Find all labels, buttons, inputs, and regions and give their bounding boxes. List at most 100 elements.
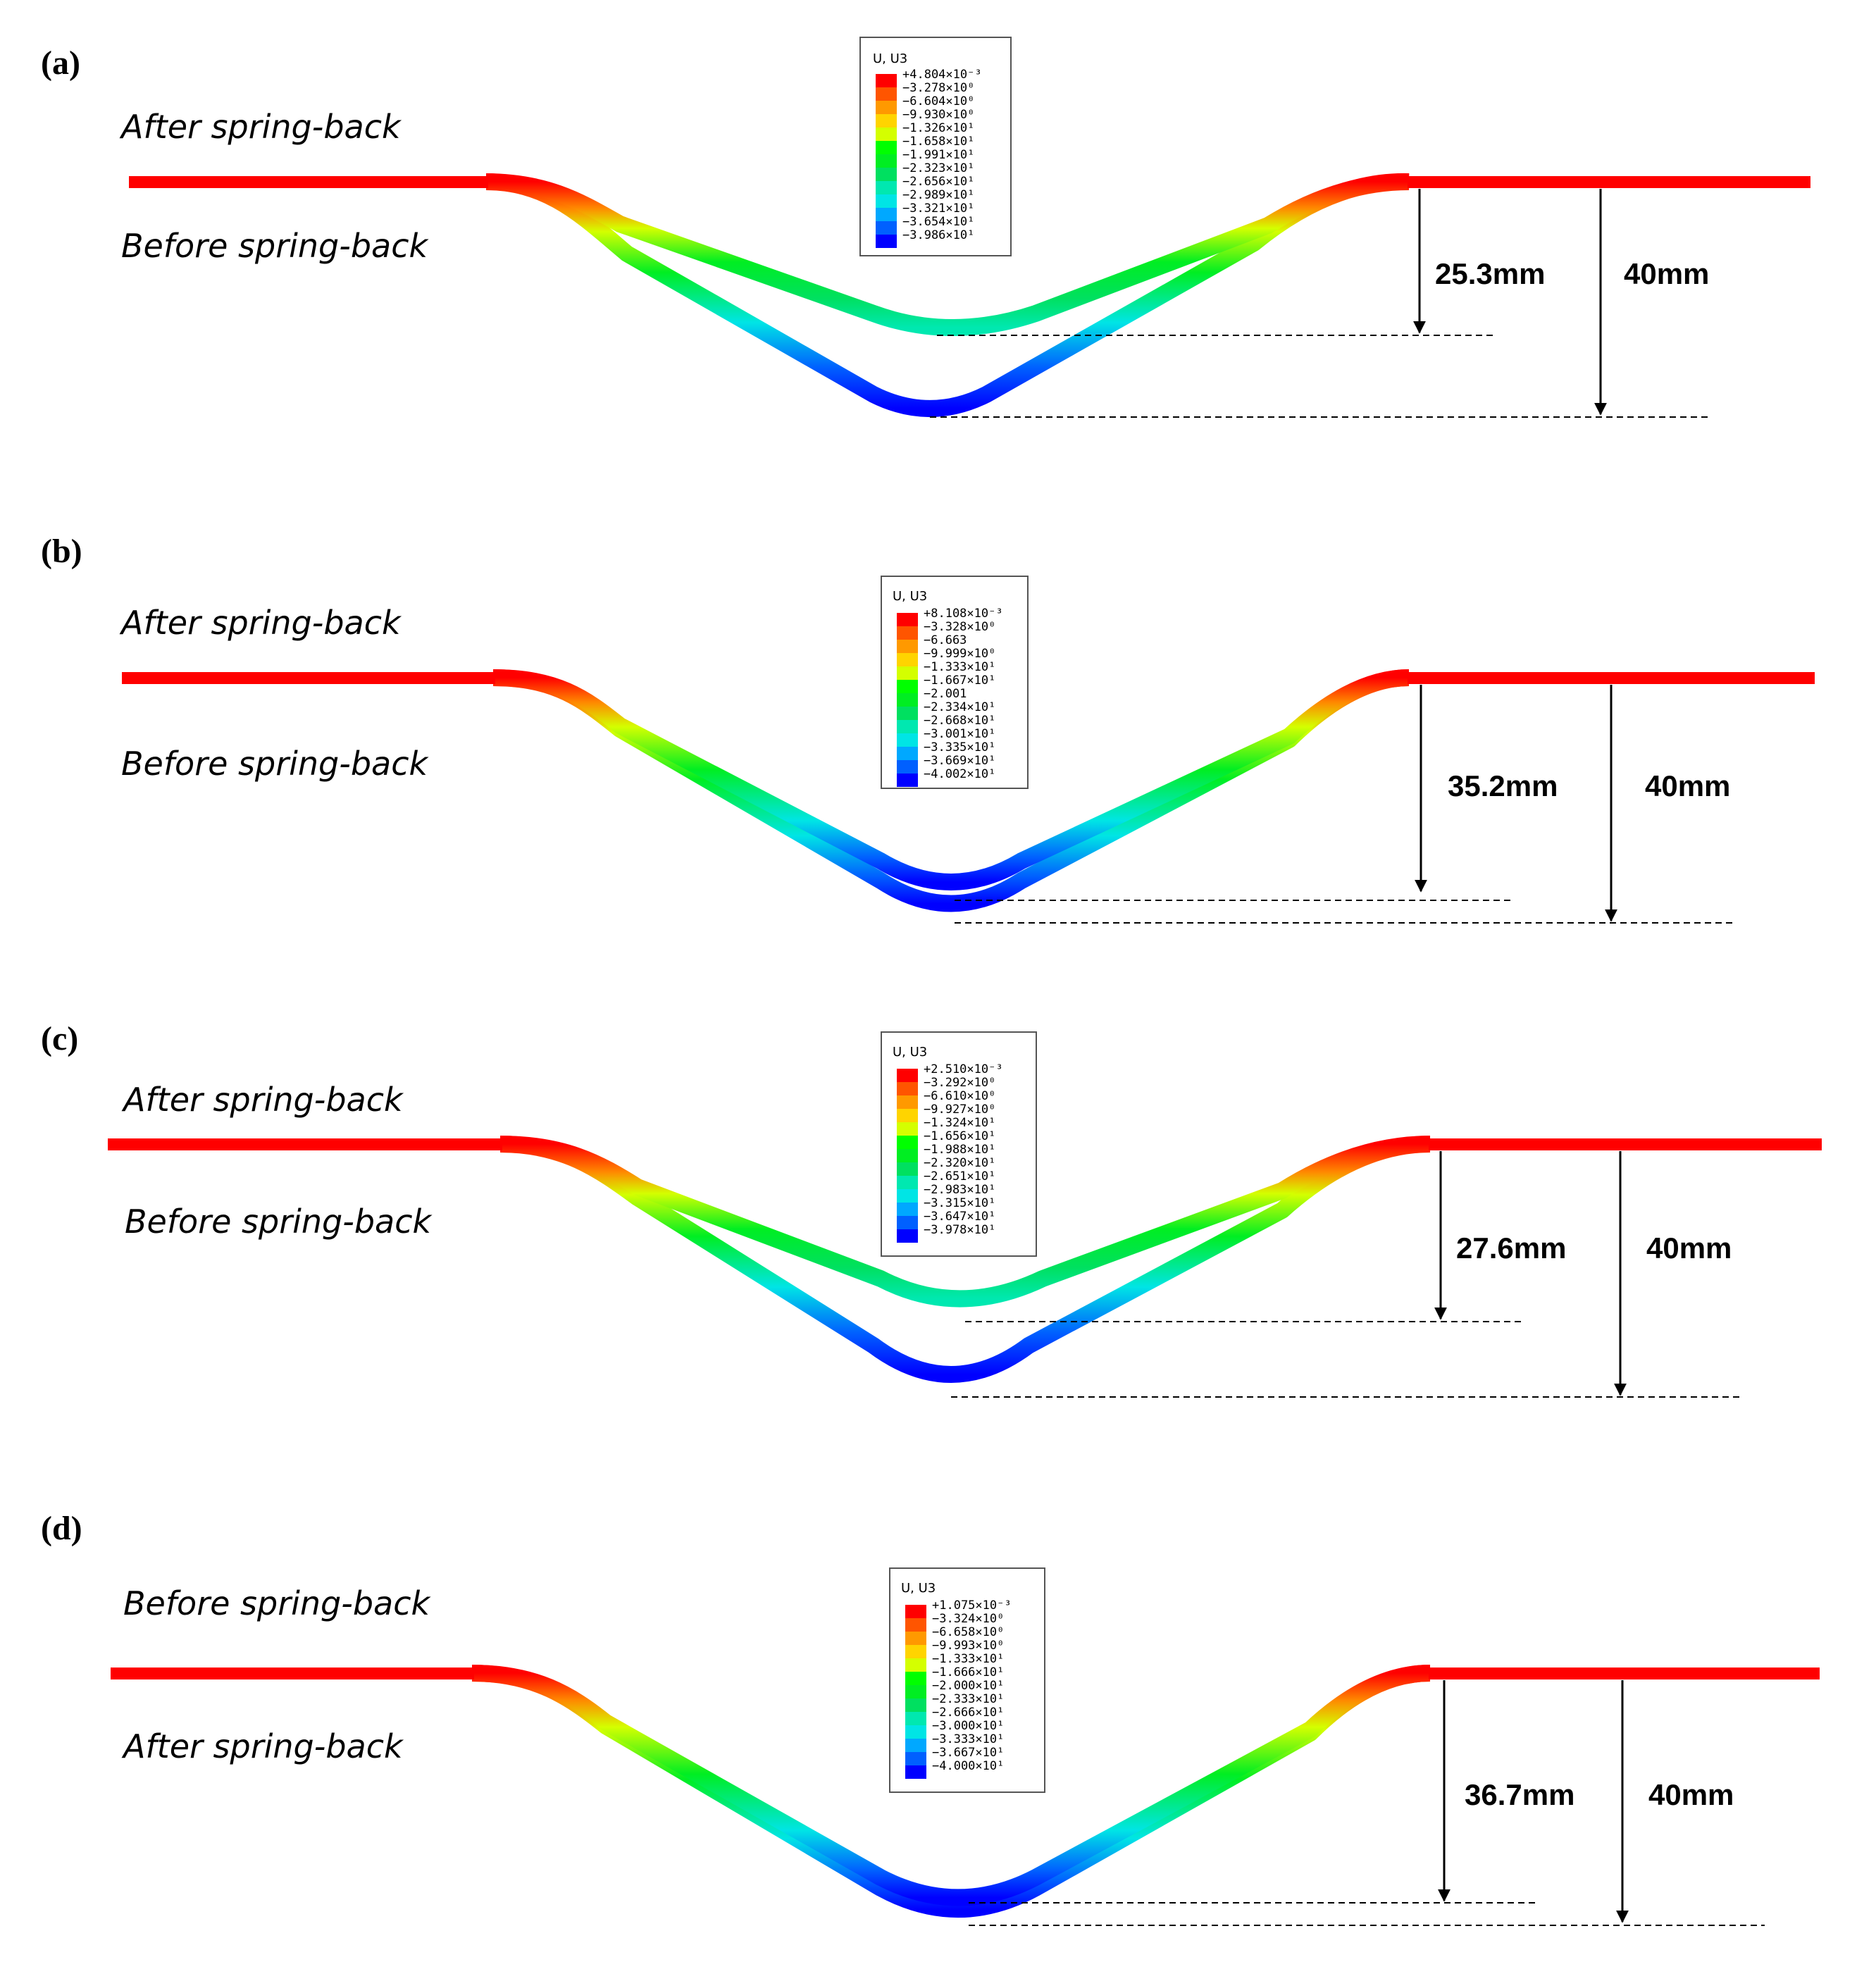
shallow-depth-label: 27.6mm bbox=[1456, 1231, 1566, 1265]
profile-after-springback bbox=[499, 1136, 1431, 1308]
legend-swatch bbox=[905, 1765, 926, 1779]
legend-value: −3.333×10¹ bbox=[932, 1732, 1004, 1746]
legend-value: −3.335×10¹ bbox=[924, 740, 995, 754]
legend-swatch bbox=[905, 1672, 926, 1685]
legend-value: −3.669×10¹ bbox=[924, 754, 995, 768]
profile-after-springback bbox=[485, 173, 1410, 336]
legend-swatch bbox=[905, 1632, 926, 1645]
shallow-depth-label: 35.2mm bbox=[1448, 769, 1558, 802]
legend-swatch bbox=[905, 1725, 926, 1739]
contour-legend: U, U3 +1.075×10⁻³−3.324×10⁰−6.658×10⁰−9.… bbox=[889, 1567, 1045, 1793]
legend-swatches: +4.804×10⁻³−3.278×10⁰−6.604×10⁰−9.930×10… bbox=[876, 68, 982, 248]
legend-value: −2.320×10¹ bbox=[924, 1156, 995, 1170]
legend-swatch bbox=[905, 1658, 926, 1672]
legend-value: +4.804×10⁻³ bbox=[902, 68, 982, 82]
legend-value: −3.978×10¹ bbox=[924, 1223, 995, 1237]
legend-value: −2.668×10¹ bbox=[924, 714, 995, 728]
legend-swatch bbox=[876, 181, 897, 194]
legend-value: −3.315×10¹ bbox=[924, 1196, 995, 1210]
state-label-bottom: Before spring-back bbox=[125, 1203, 433, 1241]
legend-value: −3.324×10⁰ bbox=[932, 1612, 1004, 1626]
legend-swatch bbox=[897, 1162, 918, 1176]
legend-swatch bbox=[905, 1645, 926, 1658]
flange-left bbox=[129, 176, 488, 188]
legend-title: U, U3 bbox=[901, 1581, 936, 1596]
contour-legend: U, U3 +8.108×10⁻³−3.328×10⁰−6.663−9.999×… bbox=[881, 576, 1029, 789]
legend-value: −3.278×10⁰ bbox=[902, 81, 974, 95]
shallow-depth-label: 25.3mm bbox=[1435, 257, 1545, 290]
legend-swatch bbox=[897, 626, 918, 640]
legend-value: −2.334×10¹ bbox=[924, 700, 995, 714]
panel-a: (a) After spring-back Before spring-back… bbox=[41, 37, 1810, 418]
legend-value: −2.323×10¹ bbox=[902, 161, 974, 175]
legend-swatch bbox=[905, 1685, 926, 1699]
full-depth-label: 40mm bbox=[1624, 257, 1709, 290]
legend-swatches: +2.510×10⁻³−3.292×10⁰−6.610×10⁰−9.927×10… bbox=[897, 1062, 1003, 1243]
panel-b: (b) After spring-back Before spring-back… bbox=[41, 533, 1815, 924]
panel-d: (d) Before spring-back After spring-back… bbox=[41, 1510, 1820, 1926]
legend-value: −3.000×10¹ bbox=[932, 1719, 1004, 1733]
legend-swatch bbox=[897, 680, 918, 693]
legend-swatch bbox=[876, 221, 897, 235]
flange-left bbox=[122, 672, 495, 684]
legend-value: −4.000×10¹ bbox=[932, 1759, 1004, 1773]
legend-swatch bbox=[897, 1203, 918, 1216]
legend-swatch bbox=[876, 128, 897, 141]
legend-swatch bbox=[905, 1618, 926, 1632]
legend-value: −1.326×10¹ bbox=[902, 121, 974, 135]
legend-swatch bbox=[905, 1739, 926, 1752]
legend-value: −3.321×10¹ bbox=[902, 201, 974, 216]
state-label-top: After spring-back bbox=[121, 1081, 404, 1119]
legend-value: −9.930×10⁰ bbox=[902, 108, 974, 122]
flange-left bbox=[108, 1138, 502, 1150]
legend-value: −9.927×10⁰ bbox=[924, 1103, 995, 1117]
legend-value: −2.333×10¹ bbox=[932, 1692, 1004, 1706]
legend-swatch bbox=[876, 194, 897, 208]
legend-swatch bbox=[876, 74, 897, 87]
state-label-top: After spring-back bbox=[119, 108, 402, 146]
legend-swatch bbox=[897, 1069, 918, 1082]
legend-value: −2.001 bbox=[924, 687, 967, 701]
panel-letter: (b) bbox=[41, 533, 82, 570]
state-label-bottom: After spring-back bbox=[121, 1727, 404, 1765]
panel-letter: (a) bbox=[41, 44, 80, 82]
legend-swatch bbox=[876, 141, 897, 154]
panel-c: (c) After spring-back Before spring-back… bbox=[41, 1020, 1822, 1398]
state-label-bottom: Before spring-back bbox=[121, 227, 430, 265]
legend-value: −6.604×10⁰ bbox=[902, 94, 974, 108]
legend-swatch bbox=[876, 168, 897, 181]
legend-swatch bbox=[876, 87, 897, 101]
legend-value: −2.666×10¹ bbox=[932, 1706, 1004, 1720]
contour-legend: U, U3 +2.510×10⁻³−3.292×10⁰−6.610×10⁰−9.… bbox=[881, 1031, 1037, 1257]
flange-left bbox=[111, 1668, 474, 1679]
legend-swatch bbox=[897, 1216, 918, 1229]
legend-title: U, U3 bbox=[873, 51, 907, 66]
legend-value: −1.991×10¹ bbox=[902, 148, 974, 162]
legend-value: −3.292×10⁰ bbox=[924, 1076, 995, 1090]
legend-value: +2.510×10⁻³ bbox=[924, 1062, 1003, 1076]
legend-value: −6.663 bbox=[924, 633, 967, 647]
legend-value: −2.989×10¹ bbox=[902, 188, 974, 202]
legend-value: −1.656×10¹ bbox=[924, 1129, 995, 1143]
legend-title: U, U3 bbox=[893, 1045, 927, 1060]
legend-value: −1.988×10¹ bbox=[924, 1143, 995, 1157]
legend-swatch bbox=[897, 774, 918, 787]
flange-right bbox=[1429, 1668, 1820, 1679]
legend-value: −3.654×10¹ bbox=[902, 215, 974, 229]
full-depth-label: 40mm bbox=[1645, 769, 1730, 802]
panel-letter: (d) bbox=[41, 1510, 82, 1547]
legend-swatch bbox=[897, 1136, 918, 1149]
legend-value: −2.983×10¹ bbox=[924, 1183, 995, 1197]
panel-letter: (c) bbox=[41, 1020, 78, 1057]
legend-swatch bbox=[897, 707, 918, 720]
flange-right bbox=[1408, 176, 1810, 188]
legend-value: −1.658×10¹ bbox=[902, 135, 974, 149]
legend-swatch bbox=[897, 1082, 918, 1095]
contour-legend: U, U3 +4.804×10⁻³−3.278×10⁰−6.604×10⁰−9.… bbox=[859, 37, 1012, 256]
legend-swatch bbox=[897, 720, 918, 733]
legend-value: −3.001×10¹ bbox=[924, 727, 995, 741]
legend-value: −2.651×10¹ bbox=[924, 1169, 995, 1184]
legend-swatch bbox=[905, 1605, 926, 1618]
profile-after-springback bbox=[492, 669, 1410, 890]
